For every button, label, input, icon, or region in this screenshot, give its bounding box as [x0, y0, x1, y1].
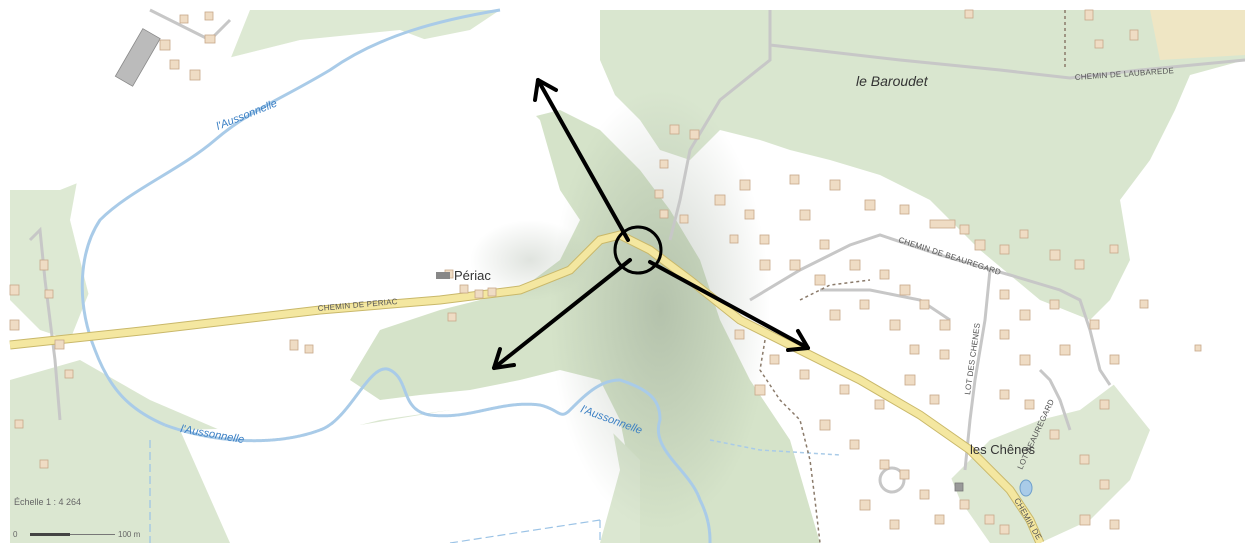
road-west: [28, 226, 62, 421]
place-label-chenes: les Chênes: [970, 442, 1036, 457]
scale-title: Échelle 1 : 4 264: [14, 497, 82, 507]
forest-area-upper-right: [600, 10, 1245, 320]
place-label-periac: Périac: [454, 268, 491, 283]
road-northwest: [149, 8, 232, 42]
road-inner: [820, 288, 951, 322]
scale-bar: [30, 534, 115, 535]
admin-boundary: [149, 440, 601, 543]
road-lot-chenes: [963, 269, 992, 471]
field-upper-right: [1150, 10, 1245, 60]
open-field-center: [70, 30, 560, 340]
center-circle: [613, 225, 663, 275]
rivers: [80, 8, 1033, 543]
open-field-bottom: [180, 405, 620, 543]
scale-distance: 100 m: [118, 530, 141, 539]
pond: [1019, 479, 1033, 497]
periac-building-icon: [436, 272, 450, 279]
arrow-south-west: [492, 258, 632, 370]
river-aussonnelle-south: [164, 367, 712, 543]
scale-box: Échelle 1 : 4 264 0 100 m: [0, 490, 170, 540]
open-field-right: [750, 190, 1120, 543]
relief-shading-2: [470, 220, 590, 300]
forest-areas: [10, 10, 1245, 543]
river-aussonnelle-north: [80, 8, 501, 427]
buildings: [9, 9, 1202, 535]
arrow-south-west-head: [492, 347, 516, 370]
path-loop-dash: [799, 279, 871, 301]
scale-bar-segment: [30, 533, 70, 536]
road-beauregard: [749, 233, 1112, 386]
road-laubarede: [769, 43, 1245, 80]
stream-east: [709, 439, 841, 456]
road-periac: [9, 231, 1044, 543]
road-loop: [878, 466, 906, 494]
road-east-curve: [1038, 368, 1072, 431]
paths: [759, 10, 1066, 543]
building-large: [114, 28, 161, 87]
arrow-south-east: [648, 260, 810, 350]
minor-roads: [28, 8, 1245, 494]
arrow-north-west: [536, 78, 630, 242]
arrow-north-west-head: [533, 78, 558, 102]
path-south: [759, 339, 821, 543]
place-label-baroudet: le Baroudet: [856, 73, 929, 89]
arrow-south-east-head: [786, 329, 810, 352]
view-annotations: [492, 78, 810, 370]
main-road: [9, 230, 1045, 543]
road-north-vertical: [668, 10, 772, 241]
scale-zero: 0: [13, 530, 18, 539]
